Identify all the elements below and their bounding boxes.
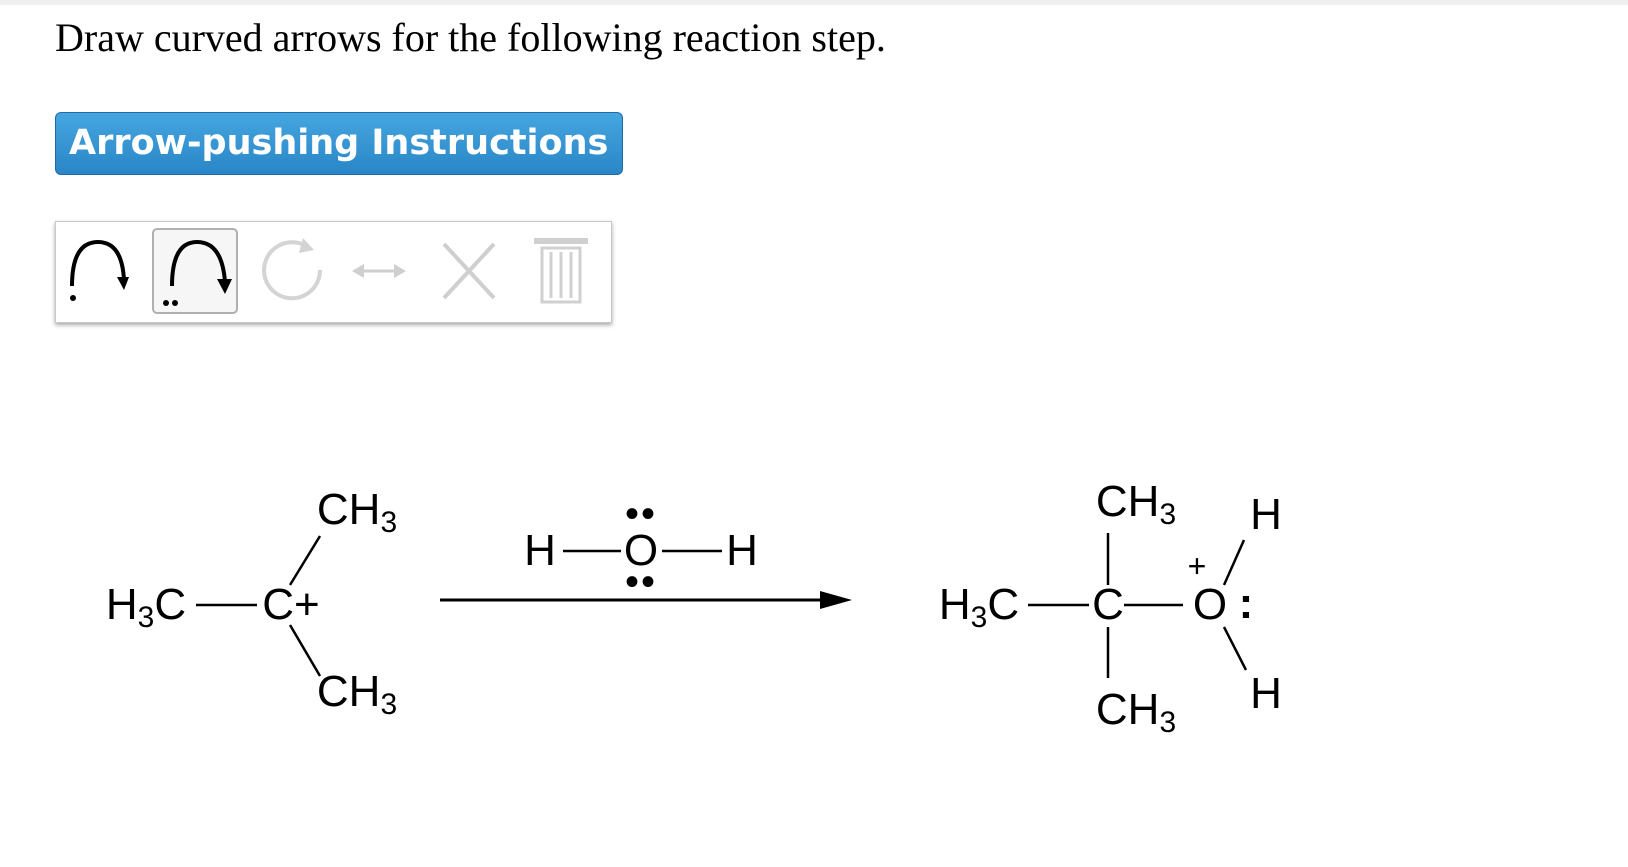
top-strip xyxy=(0,0,1628,5)
reaction-arrow-head xyxy=(820,591,852,609)
delete-tool[interactable] xyxy=(426,228,512,314)
single-electron-arrow-icon xyxy=(70,239,129,301)
product-ch3-top: CH3 xyxy=(1095,477,1177,531)
product-h3c-left: H3C xyxy=(938,580,1020,634)
arrow-pushing-instructions-button[interactable]: Arrow-pushing Instructions xyxy=(55,112,623,175)
product-oxygen: O xyxy=(1192,580,1228,629)
product-oxygen-charge: + xyxy=(1187,548,1207,584)
reagent-lone-pair-top: •• xyxy=(624,492,658,536)
reactant-ch3-bottom: CH3 xyxy=(316,667,398,721)
reaction-bonds xyxy=(196,533,1248,678)
clear-all-tool[interactable] xyxy=(518,228,604,314)
drawing-toolbar xyxy=(55,221,612,323)
reagent-lone-pair-bottom: •• xyxy=(624,560,658,604)
reactant-carbocation: C+ xyxy=(262,580,320,629)
product-h-bottom: H xyxy=(1250,669,1282,718)
single-electron-arrow-tool[interactable] xyxy=(60,228,146,314)
reactant-bond-bottom xyxy=(288,624,322,677)
question-prompt: Draw curved arrows for the following rea… xyxy=(55,15,886,60)
product-h-top: H xyxy=(1250,490,1282,539)
resonance-arrow-icon xyxy=(352,264,406,278)
redo-icon xyxy=(262,238,323,301)
reagent-h-right: H xyxy=(726,526,758,575)
product-oh-bond-bottom xyxy=(1222,626,1248,671)
reagent-oxygen: O xyxy=(623,526,659,575)
trash-icon xyxy=(534,238,588,304)
reactant-h3c-left: H3C xyxy=(105,580,187,634)
product-oh-bond-top xyxy=(1222,539,1246,586)
reactant-ch3-top: CH3 xyxy=(316,485,398,539)
reagent-h-left: H xyxy=(524,526,556,575)
redo-tool[interactable] xyxy=(248,228,334,314)
product-ch3-bottom: CH3 xyxy=(1095,685,1177,739)
electron-pair-arrow-icon xyxy=(163,239,232,306)
product-oxygen-lone-pair: : xyxy=(1238,579,1254,628)
resonance-arrow-tool[interactable] xyxy=(336,228,422,314)
product-central-carbon: C xyxy=(1092,580,1124,629)
reactant-bond-top xyxy=(288,535,322,586)
delete-x-icon xyxy=(442,242,496,300)
electron-pair-arrow-tool[interactable] xyxy=(152,228,238,314)
